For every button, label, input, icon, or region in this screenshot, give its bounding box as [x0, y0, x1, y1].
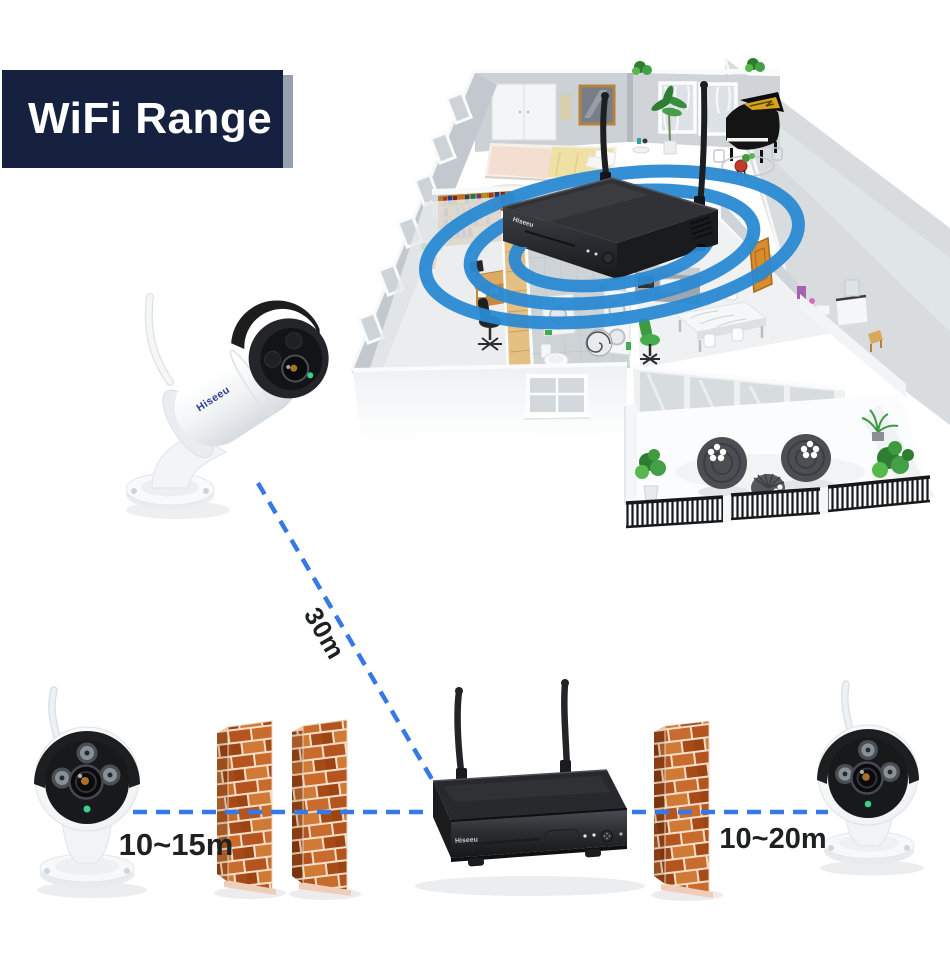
nvr-button [601, 830, 613, 842]
banner-title: WiFi Range [28, 94, 273, 143]
balcony-railing [625, 475, 931, 529]
distance-label-right: 10~20m [719, 823, 826, 855]
antenna-icon [697, 83, 708, 209]
balcony-plant-top [861, 409, 899, 441]
nvr-front-view: Hiseeu [415, 679, 645, 896]
ir-led [835, 740, 900, 784]
distance-label-30m: 30m [298, 602, 352, 665]
bottom-row: Hiseeu [34, 679, 924, 901]
wifi-range-banner: WiFi Range [2, 70, 283, 168]
status-led [83, 805, 91, 813]
status-led [307, 372, 314, 379]
antenna-icon [561, 680, 571, 773]
brick-wall [214, 720, 286, 899]
distance-label-left: 10~15m [119, 827, 234, 862]
antenna-icon [146, 294, 173, 385]
camera-body: Hiseeu [162, 300, 329, 459]
brick-wall [651, 720, 723, 901]
camera-hood [817, 729, 919, 784]
piano [726, 92, 784, 179]
plant-icon [632, 58, 765, 75]
antenna-icon [49, 687, 61, 743]
camera-side-view: Hiseeu [125, 293, 329, 519]
brick-wall [289, 719, 361, 900]
balcony [624, 365, 935, 529]
ir-led [51, 742, 121, 789]
living-room [632, 58, 784, 179]
right-rooms [713, 202, 906, 398]
palm-plant-icon [651, 85, 688, 155]
front-window [523, 374, 591, 420]
wicker-chair [697, 437, 750, 498]
banner-edge [283, 75, 293, 168]
nvr-logo: Hiseeu [455, 836, 478, 845]
front-wall [353, 362, 627, 442]
green-chair [638, 317, 660, 365]
camera-hood [231, 300, 321, 350]
antenna-icon [454, 688, 466, 783]
camera-hood [34, 731, 140, 788]
antenna-icon [842, 681, 853, 733]
distance-lines: 30m 10~15m 10~20m [119, 481, 828, 862]
house-nvr: Hiseeu [502, 81, 719, 279]
camera-front-left [34, 686, 147, 898]
status-led [864, 800, 872, 808]
balcony-plant-left [635, 449, 666, 501]
diagonal-dashed-line [256, 481, 435, 783]
wifi-rings-front [419, 247, 805, 330]
camera-front-right [817, 680, 924, 876]
